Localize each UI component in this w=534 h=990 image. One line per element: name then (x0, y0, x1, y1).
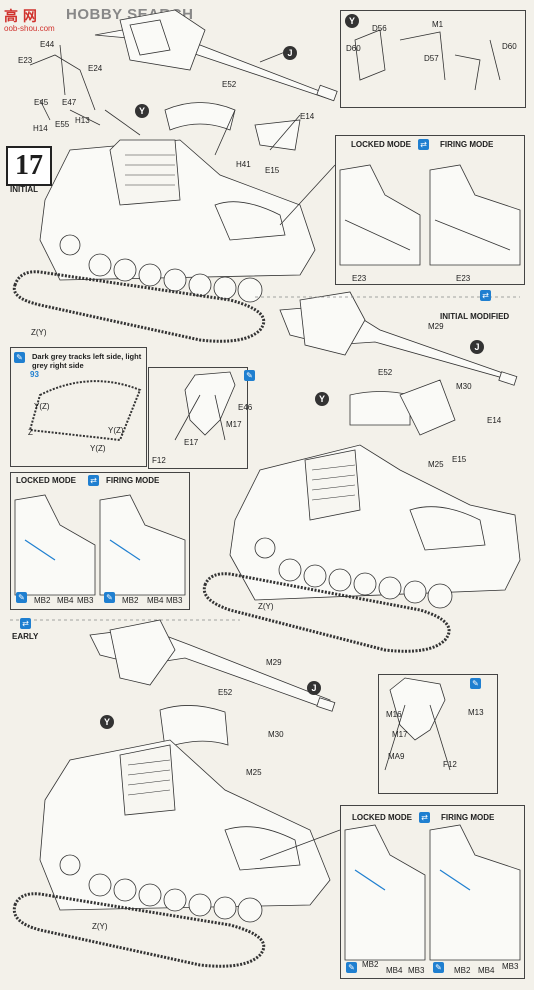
section-initial-modified: INITIAL MODIFIED (440, 312, 510, 321)
part-label: MB3 (77, 596, 94, 605)
part-label: D60 (346, 44, 361, 53)
swap-icon-top: ⇄ (418, 139, 429, 150)
watermark-url: oob-shou.com (4, 24, 55, 33)
callout-j-middle: J (470, 340, 484, 354)
modes-box-top (335, 135, 525, 285)
callout-y-middle: Y (315, 392, 329, 406)
part-label: Z(Y) (31, 328, 47, 337)
part-label: MB3 (166, 596, 183, 605)
swap-icon-initial-modified: ⇄ (480, 290, 491, 301)
part-label: Z (28, 428, 33, 437)
part-label: E46 (238, 403, 253, 412)
part-label: M25 (246, 768, 262, 777)
part-label: D56 (372, 24, 387, 33)
part-label: M13 (468, 708, 484, 717)
part-label: E45 (34, 98, 49, 107)
part-label: MB4 (147, 596, 164, 605)
step-number: 17 (6, 146, 52, 186)
part-label: E14 (487, 416, 502, 425)
part-label: MB2 (34, 596, 51, 605)
part-label: Z(Y) (92, 922, 108, 931)
part-label: M16 (386, 710, 402, 719)
paint-icon-locked-bottom: ✎ (346, 962, 357, 973)
part-label: Y(Z) (34, 402, 50, 411)
part-label: M25 (428, 460, 444, 469)
paint-icon-firing-bottom: ✎ (433, 962, 444, 973)
tracks-note: Dark grey tracks left side, light grey r… (32, 352, 142, 370)
part-label: D60 (502, 42, 517, 51)
firing-mode-bottom: FIRING MODE (441, 813, 495, 822)
locked-mode-middle: LOCKED MODE (16, 476, 76, 485)
part-label: F12 (443, 760, 457, 769)
swap-icon-bottom: ⇄ (419, 812, 430, 823)
swap-icon-early: ⇄ (20, 618, 31, 629)
part-label: MB4 (57, 596, 74, 605)
part-label: H13 (75, 116, 90, 125)
paint-icon-frame: ✎ (244, 370, 255, 381)
part-label: E47 (62, 98, 77, 107)
part-label: Y(Z) (108, 426, 124, 435)
part-label: E52 (378, 368, 393, 377)
tracks-inset-box (10, 347, 147, 467)
part-label: MB2 (122, 596, 139, 605)
section-initial: INITIAL (10, 185, 38, 194)
frame-inset-box (148, 367, 248, 469)
part-label: H14 (33, 124, 48, 133)
paint-code-93: 93 (30, 370, 39, 379)
part-label: M29 (266, 658, 282, 667)
firing-mode-top: FIRING MODE (440, 140, 494, 149)
paint-icon-frame-early: ✎ (470, 678, 481, 689)
part-label: MB3 (408, 966, 425, 975)
part-label: M30 (456, 382, 472, 391)
callout-y-box: Y (345, 14, 359, 28)
locked-mode-bottom: LOCKED MODE (352, 813, 412, 822)
part-label: E14 (300, 112, 315, 121)
part-label: M1 (432, 20, 444, 29)
part-label: M30 (268, 730, 284, 739)
frame-inset-box-early (378, 674, 498, 794)
part-label: M17 (226, 420, 242, 429)
part-label: MB3 (502, 962, 519, 971)
part-label: MA9 (388, 752, 405, 761)
part-label: E23 (456, 274, 471, 283)
part-label: D57 (424, 54, 439, 63)
modes-box-bottom (340, 805, 525, 979)
part-label: MB4 (478, 966, 495, 975)
locked-mode-top: LOCKED MODE (351, 140, 411, 149)
firing-mode-middle: FIRING MODE (106, 476, 160, 485)
callout-y-bottom: Y (100, 715, 114, 729)
part-label: E17 (184, 438, 199, 447)
callout-j-top: J (283, 46, 297, 60)
callout-j-bottom: J (307, 681, 321, 695)
part-label: Z(Y) (258, 602, 274, 611)
part-label: MB2 (454, 966, 471, 975)
part-label: MB2 (362, 960, 379, 969)
part-label: E15 (265, 166, 280, 175)
swap-icon-middle: ⇄ (88, 475, 99, 486)
callout-y-top: Y (135, 104, 149, 118)
part-label: F12 (152, 456, 166, 465)
part-label: H41 (236, 160, 251, 169)
paint-icon-locked-mid: ✎ (16, 592, 27, 603)
part-label: E52 (222, 80, 237, 89)
part-label: MB4 (386, 966, 403, 975)
modes-box-middle (10, 472, 190, 610)
part-label: E15 (452, 455, 467, 464)
part-label: E44 (40, 40, 55, 49)
part-label: E24 (88, 64, 103, 73)
detail-box-d (340, 10, 526, 108)
paint-icon-firing-mid: ✎ (104, 592, 115, 603)
watermark-glyphs: 高 网 (4, 9, 37, 25)
part-label: M17 (392, 730, 408, 739)
part-label: M29 (428, 322, 444, 331)
part-label: E52 (218, 688, 233, 697)
section-early: EARLY (12, 632, 39, 641)
part-label: Y(Z) (90, 444, 106, 453)
paint-icon-tracks: ✎ (14, 352, 25, 363)
part-label: E23 (352, 274, 367, 283)
part-label: E55 (55, 120, 70, 129)
part-label: E23 (18, 56, 33, 65)
